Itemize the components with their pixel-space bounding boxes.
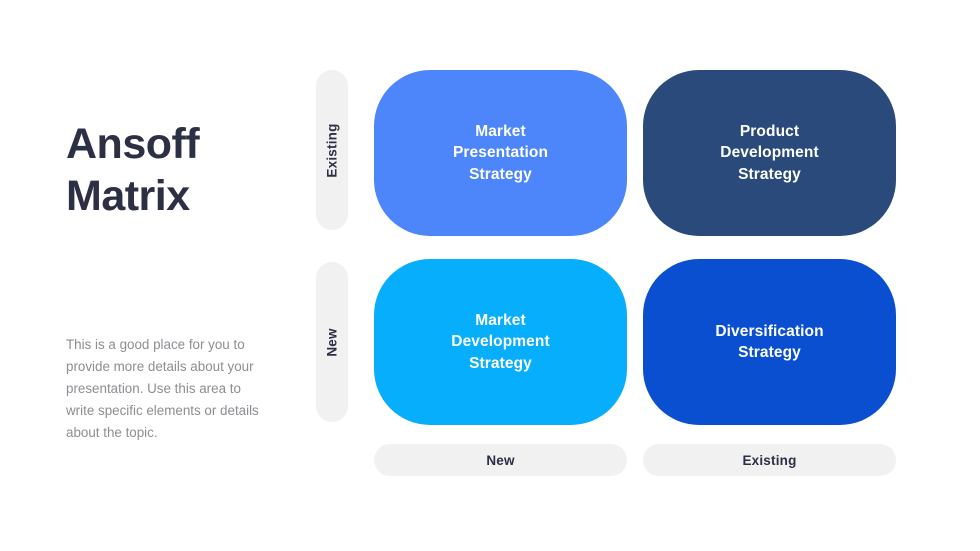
quadrant-product-development[interactable]: Product Development Strategy: [643, 70, 896, 236]
column-axis-label-new-text: New: [486, 452, 515, 468]
description-text: This is a good place for you to provide …: [66, 337, 259, 440]
quadrant-market-presentation[interactable]: Market Presentation Strategy: [374, 70, 627, 236]
quadrant-product-development-label: Product Development Strategy: [720, 122, 819, 183]
row-axis-label-new-text: New: [324, 327, 340, 357]
column-axis-label-new: New: [374, 444, 627, 476]
quadrant-diversification[interactable]: Diversification Strategy: [643, 259, 896, 425]
column-axis-label-existing: Existing: [643, 444, 896, 476]
quadrant-market-presentation-label: Market Presentation Strategy: [452, 122, 549, 183]
row-axis-label-existing: Existing: [316, 70, 348, 230]
quadrant-diversification-label: Diversification Strategy: [715, 322, 824, 361]
title-block: Ansoff Matrix: [66, 118, 296, 223]
quadrant-market-development[interactable]: Market Development Strategy: [374, 259, 627, 425]
quadrant-market-development-label: Market Development Strategy: [451, 311, 550, 372]
column-axis-label-existing-text: Existing: [742, 452, 797, 468]
page-title: Ansoff Matrix: [66, 120, 200, 221]
row-axis-label-existing-text: Existing: [324, 122, 340, 178]
row-axis-label-new: New: [316, 262, 348, 422]
